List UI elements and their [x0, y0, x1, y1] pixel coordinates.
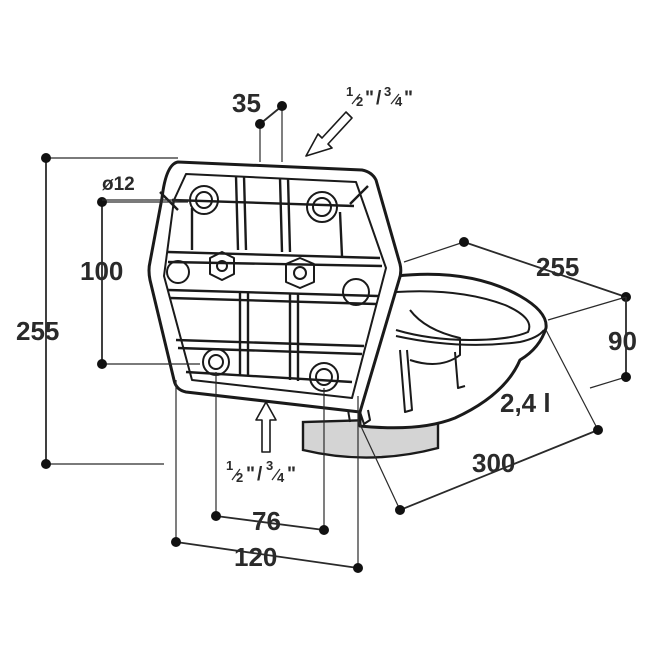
frac-top-half-den: 2 — [356, 94, 363, 109]
label-120: 120 — [234, 542, 277, 572]
dim-dot — [97, 197, 107, 207]
plate-rib-h4 — [175, 338, 365, 356]
dimension-lines — [41, 101, 631, 573]
hole-bottom-right-inner — [315, 368, 333, 386]
frac-top-quote-2: " — [404, 88, 413, 109]
label-connection-bottom: 1 2 " / 3 4 " — [226, 458, 296, 485]
plate-rib-h1 — [171, 198, 355, 208]
bowl-body — [358, 272, 548, 430]
frac-bottom-three-num: 3 — [266, 458, 273, 473]
frac-top-slash: / — [376, 88, 382, 109]
frac-bottom-half-den: 2 — [236, 470, 243, 485]
hex-nut-right-hole — [293, 266, 307, 280]
plate-rib-h2 — [167, 250, 383, 268]
dim-dot — [621, 372, 631, 382]
frac-bottom-slash: / — [257, 464, 263, 485]
dim-dot — [41, 459, 51, 469]
bottom-connection-arrow — [255, 401, 277, 453]
dim-dot — [277, 101, 287, 111]
dim-dot — [41, 153, 51, 163]
frac-bottom-bar-1 — [231, 468, 241, 481]
plate-rib-v5 — [190, 208, 344, 257]
bowl-rim — [395, 329, 545, 346]
label-connection-top: 1 2 " / 3 4 " — [346, 84, 413, 109]
connection-arrows — [255, 111, 353, 453]
dim-120-line — [175, 541, 359, 569]
frac-top-half-num: 1 — [346, 84, 353, 99]
label-255-bowl: 255 — [536, 252, 579, 282]
plate-rib-v4 — [288, 294, 300, 381]
label-diameter-12: ø12 — [102, 174, 135, 195]
bowl-leg — [399, 349, 413, 413]
frac-bottom-quote-1: " — [246, 464, 255, 485]
plate-rib-h5 — [185, 370, 353, 384]
dim-76-line — [215, 515, 325, 531]
plate-rib-v3 — [238, 292, 250, 376]
bowl-inner — [395, 290, 531, 341]
label-100: 100 — [80, 256, 123, 286]
dim-300-ext-left — [357, 419, 401, 511]
dim-dot — [171, 537, 181, 547]
dim-dot — [211, 511, 221, 521]
frac-bottom-bar-2 — [271, 468, 281, 481]
frac-bottom-three-den: 4 — [277, 470, 285, 485]
hole-top-right — [306, 191, 338, 223]
dim-255-bowl-line — [463, 241, 627, 298]
label-300: 300 — [472, 448, 515, 478]
dim-dot — [593, 425, 603, 435]
frac-top-quote-1: " — [365, 88, 374, 109]
dim-90-ext-top — [547, 296, 627, 321]
dim-90-ext-bottom — [589, 376, 627, 389]
frac-bottom-quote-2: " — [287, 464, 296, 485]
hex-nuts — [209, 251, 315, 289]
hole-top-left-inner — [195, 191, 213, 209]
frac-bottom-half-num: 1 — [226, 458, 233, 473]
dimension-labels: 35 255 ø12 100 255 90 2,4 l 300 76 120 1… — [16, 84, 637, 572]
dim-dot — [97, 359, 107, 369]
dim-300-ext-right — [545, 329, 599, 431]
label-76: 76 — [252, 506, 281, 536]
plate-rib-v2 — [278, 177, 292, 253]
dim-dot — [353, 563, 363, 573]
plate-bottom-tabs — [347, 409, 371, 425]
bowl-valve-tube — [409, 309, 461, 365]
hex-nut-left — [209, 251, 235, 281]
mounting-plate — [147, 160, 403, 425]
hex-nut-left-hole — [216, 260, 228, 272]
plate-inner-outline — [163, 173, 387, 399]
frac-top-bar-2 — [390, 93, 400, 105]
plate-rib-diag — [159, 185, 369, 211]
dim-dot — [395, 505, 405, 515]
bowl-leg-2 — [454, 351, 466, 389]
hex-nut-right — [285, 257, 315, 289]
label-volume: 2,4 l — [500, 388, 551, 418]
dim-300-line — [399, 429, 599, 511]
mounting-holes — [166, 185, 370, 392]
hole-mid-right — [342, 278, 370, 306]
label-255-left: 255 — [16, 316, 59, 346]
dim-dot — [319, 525, 329, 535]
hole-top-right-inner — [312, 197, 332, 217]
drinking-bowl — [301, 272, 548, 459]
label-35: 35 — [232, 88, 261, 118]
dim-dot — [459, 237, 469, 247]
label-90: 90 — [608, 326, 637, 356]
top-connection-arrow — [305, 111, 353, 157]
frac-top-three-den: 4 — [395, 94, 403, 109]
dim-dot — [255, 119, 265, 129]
hole-bottom-left-inner — [208, 354, 224, 370]
dim-255-bowl-ext — [403, 241, 465, 263]
plate-rib-v1 — [234, 175, 248, 251]
hole-mid-left — [166, 260, 190, 284]
frac-top-bar-1 — [351, 93, 361, 105]
frac-top-three-num: 3 — [384, 84, 391, 99]
